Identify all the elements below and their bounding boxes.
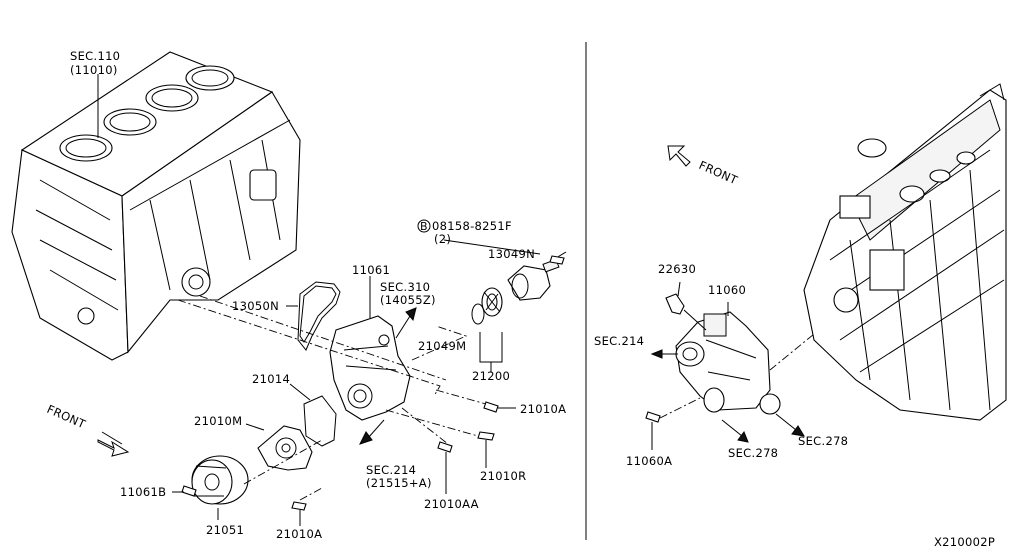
label-sec278-b: SEC.278 bbox=[798, 434, 848, 448]
water-outlet-11060 bbox=[675, 302, 781, 415]
label-13050n: 13050N bbox=[232, 299, 279, 313]
label-sec214-right: SEC.214 bbox=[594, 334, 644, 348]
label-21010aa: 21010AA bbox=[424, 497, 479, 511]
bolts-left bbox=[172, 255, 565, 526]
label-21014: 21014 bbox=[252, 372, 290, 386]
label-bolt-qty: (2) bbox=[434, 232, 451, 246]
label-diagram-code: X210002P bbox=[934, 535, 995, 549]
front-arrow-left bbox=[97, 431, 130, 457]
label-22630: 22630 bbox=[658, 262, 696, 276]
timing-cover bbox=[329, 315, 411, 421]
front-arrow-right bbox=[667, 145, 691, 167]
label-sec110-code: (11010) bbox=[70, 63, 118, 77]
label-sec278-a: SEC.278 bbox=[728, 446, 778, 460]
label-21010a-bottom: 21010A bbox=[276, 527, 322, 541]
gasket-13050n bbox=[297, 281, 341, 351]
label-front-right: FRONT bbox=[697, 158, 741, 188]
label-sec310: SEC.310 bbox=[380, 280, 430, 294]
label-front-left: FRONT bbox=[45, 402, 89, 432]
label-sec310-code: (14055Z) bbox=[380, 293, 436, 307]
o-ring-21049m bbox=[471, 303, 485, 325]
pulley-21051 bbox=[191, 455, 249, 520]
thermostat-housing bbox=[507, 251, 567, 301]
label-bolt-spec: 08158-8251F bbox=[432, 219, 512, 233]
label-11060: 11060 bbox=[708, 283, 746, 297]
label-sec214-left: SEC.214 bbox=[366, 463, 416, 477]
label-sec214-left-code: (21515+A) bbox=[366, 476, 432, 490]
label-13049n: 13049N bbox=[488, 247, 535, 261]
alignment-lines-left bbox=[177, 295, 487, 501]
bolt-spec-marker: B bbox=[417, 219, 431, 233]
engine-block bbox=[11, 51, 301, 361]
sec310-arrow bbox=[395, 315, 411, 339]
label-11061: 11061 bbox=[352, 263, 390, 277]
thermostat bbox=[481, 287, 503, 317]
label-21200: 21200 bbox=[472, 369, 510, 383]
water-pump bbox=[245, 423, 313, 471]
temp-sensor-22630 bbox=[665, 281, 707, 331]
label-21051: 21051 bbox=[206, 523, 244, 537]
label-21010a-right: 21010A bbox=[520, 402, 566, 416]
label-21010r: 21010R bbox=[480, 469, 526, 483]
label-21010m: 21010M bbox=[194, 414, 242, 428]
label-11061b: 11061B bbox=[120, 485, 166, 499]
label-sec110: SEC.110 bbox=[70, 49, 120, 63]
label-11060a: 11060A bbox=[626, 454, 672, 468]
engine-assembly-right bbox=[803, 83, 1007, 421]
label-21049m: 21049M bbox=[418, 339, 466, 353]
bolt-spec-marker-letter: B bbox=[420, 220, 428, 233]
gasket-21014 bbox=[303, 395, 337, 447]
